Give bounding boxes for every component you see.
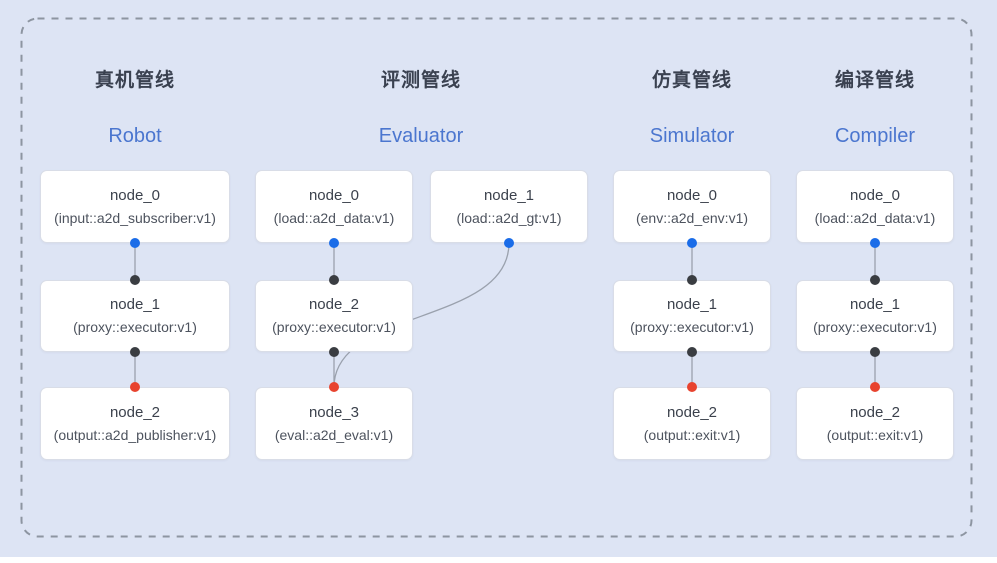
node-box-compiler-node2: node_2 (output::exit:v1) xyxy=(796,387,954,460)
pipeline-title-cn-evaluator: 评测管线 xyxy=(380,70,462,91)
simulator-node0-output-port-dot xyxy=(687,238,697,248)
robot-node1-output-port-dot xyxy=(130,347,140,357)
node-box-compiler-node0: node_0 (load::a2d_data:v1) xyxy=(796,170,954,243)
node-box-simulator-node0: node_0 (env::a2d_env:v1) xyxy=(613,170,771,243)
node-type: (output::exit:v1) xyxy=(643,426,741,443)
compiler-node1-output-port-dot xyxy=(870,347,880,357)
node-box-robot-node0: node_0 (input::a2d_subscriber:v1) xyxy=(40,170,230,243)
evaluator-node2-input-port-dot xyxy=(329,275,339,285)
node-name: node_1 xyxy=(483,186,535,204)
node-box-compiler-node1: node_1 (proxy::executor:v1) xyxy=(796,280,954,352)
evaluator-node2-output-port-dot xyxy=(329,347,339,357)
compiler-node0-output-port-dot xyxy=(870,238,880,248)
robot-node2-input-port-dot xyxy=(130,382,140,392)
node-box-robot-node2: node_2 (output::a2d_publisher:v1) xyxy=(40,387,230,460)
node-name: node_2 xyxy=(109,403,161,421)
node-box-simulator-node2: node_2 (output::exit:v1) xyxy=(613,387,771,460)
node-type: (proxy::executor:v1) xyxy=(272,319,396,335)
node-type: (load::a2d_data:v1) xyxy=(273,209,395,226)
evaluator-node3-input-port-dot xyxy=(329,382,339,392)
pipeline-title-en-compiler: Compiler xyxy=(834,125,916,147)
compiler-node2-input-port-dot xyxy=(870,382,880,392)
pipeline-title-cn-robot: 真机管线 xyxy=(94,70,176,91)
edge-evaluator-node1-node3 xyxy=(333,242,510,388)
node-name: node_0 xyxy=(849,186,901,204)
robot-node1-input-port-dot xyxy=(130,275,140,285)
node-type: (proxy::executor:v1) xyxy=(73,319,197,335)
compiler-node1-input-port-dot xyxy=(870,275,880,285)
node-type: (output::a2d_publisher:v1) xyxy=(53,426,217,443)
node-name: node_0 xyxy=(308,186,360,204)
node-name: node_3 xyxy=(308,403,360,421)
node-box-evaluator-node3: node_3 (eval::a2d_eval:v1) xyxy=(255,387,413,460)
evaluator-node0-output-port-dot xyxy=(329,238,339,248)
pipeline-title-en-robot: Robot xyxy=(108,125,162,147)
node-box-robot-node1: node_1 (proxy::executor:v1) xyxy=(40,280,230,352)
pipeline-title-en-simulator: Simulator xyxy=(649,125,735,147)
node-box-evaluator-node0: node_0 (load::a2d_data:v1) xyxy=(255,170,413,243)
simulator-node2-input-port-dot xyxy=(687,382,697,392)
simulator-node1-output-port-dot xyxy=(687,347,697,357)
node-type: (proxy::executor:v1) xyxy=(813,319,937,335)
pipeline-title-cn-simulator: 仿真管线 xyxy=(651,70,733,91)
node-name: node_2 xyxy=(666,403,718,421)
evaluator-node1-output-port-dot xyxy=(504,238,514,248)
node-name: node_1 xyxy=(666,296,718,313)
node-name: node_1 xyxy=(849,296,901,313)
node-type: (output::exit:v1) xyxy=(826,426,924,443)
pipeline-title-cn-compiler: 编译管线 xyxy=(834,70,916,91)
node-name: node_0 xyxy=(666,186,718,204)
node-name: node_0 xyxy=(109,186,161,204)
node-type: (env::a2d_env:v1) xyxy=(635,209,749,226)
node-name: node_2 xyxy=(308,296,360,313)
node-type: (load::a2d_data:v1) xyxy=(814,209,936,226)
node-type: (proxy::executor:v1) xyxy=(630,319,754,335)
simulator-node1-input-port-dot xyxy=(687,275,697,285)
robot-node0-output-port-dot xyxy=(130,238,140,248)
node-name: node_1 xyxy=(109,296,161,313)
node-type: (eval::a2d_eval:v1) xyxy=(274,426,394,443)
node-box-simulator-node1: node_1 (proxy::executor:v1) xyxy=(613,280,771,352)
node-type: (input::a2d_subscriber:v1) xyxy=(54,209,216,226)
node-box-evaluator-node2: node_2 (proxy::executor:v1) xyxy=(255,280,413,352)
node-box-evaluator-node1: node_1 (load::a2d_gt:v1) xyxy=(430,170,588,243)
pipeline-title-en-evaluator: Evaluator xyxy=(378,125,464,147)
node-type: (load::a2d_gt:v1) xyxy=(456,209,562,226)
node-name: node_2 xyxy=(849,403,901,421)
